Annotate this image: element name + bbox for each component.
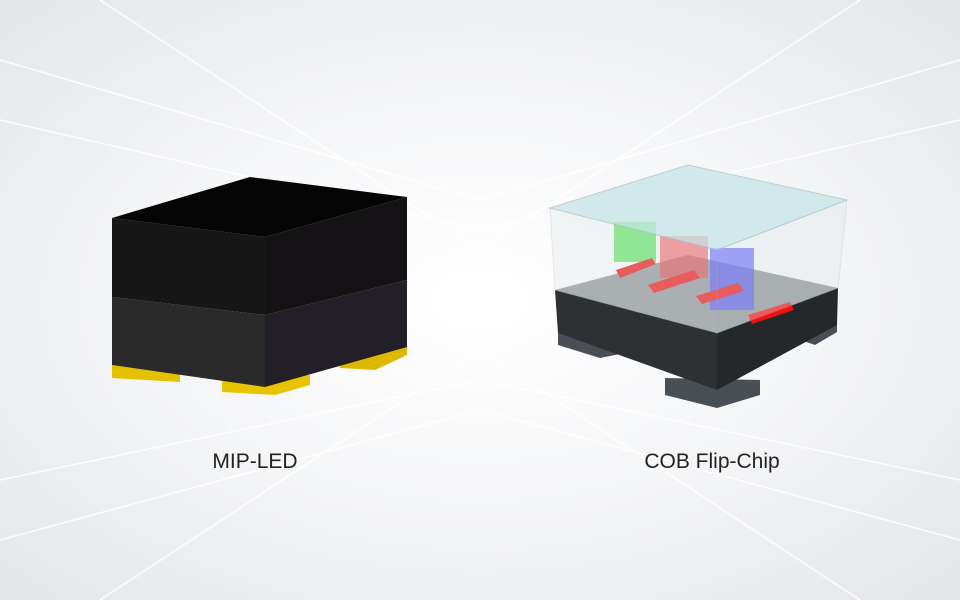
mip-led-upper-side (265, 197, 407, 315)
mip-led-lower-front (112, 297, 265, 387)
mip-led-label: MIP-LED (212, 450, 298, 473)
blue-chip (710, 248, 754, 310)
red-electrodes (616, 258, 794, 324)
cob-substrate-front (555, 290, 717, 390)
cob-flip-chip-label: COB Flip-Chip (644, 450, 780, 473)
mip-led-lower-side (265, 280, 407, 387)
mip-led-upper-front (112, 218, 265, 315)
cob-substrate-side (717, 288, 838, 390)
cob-encapsulant-top (548, 164, 849, 251)
mip-led-top (112, 177, 407, 237)
